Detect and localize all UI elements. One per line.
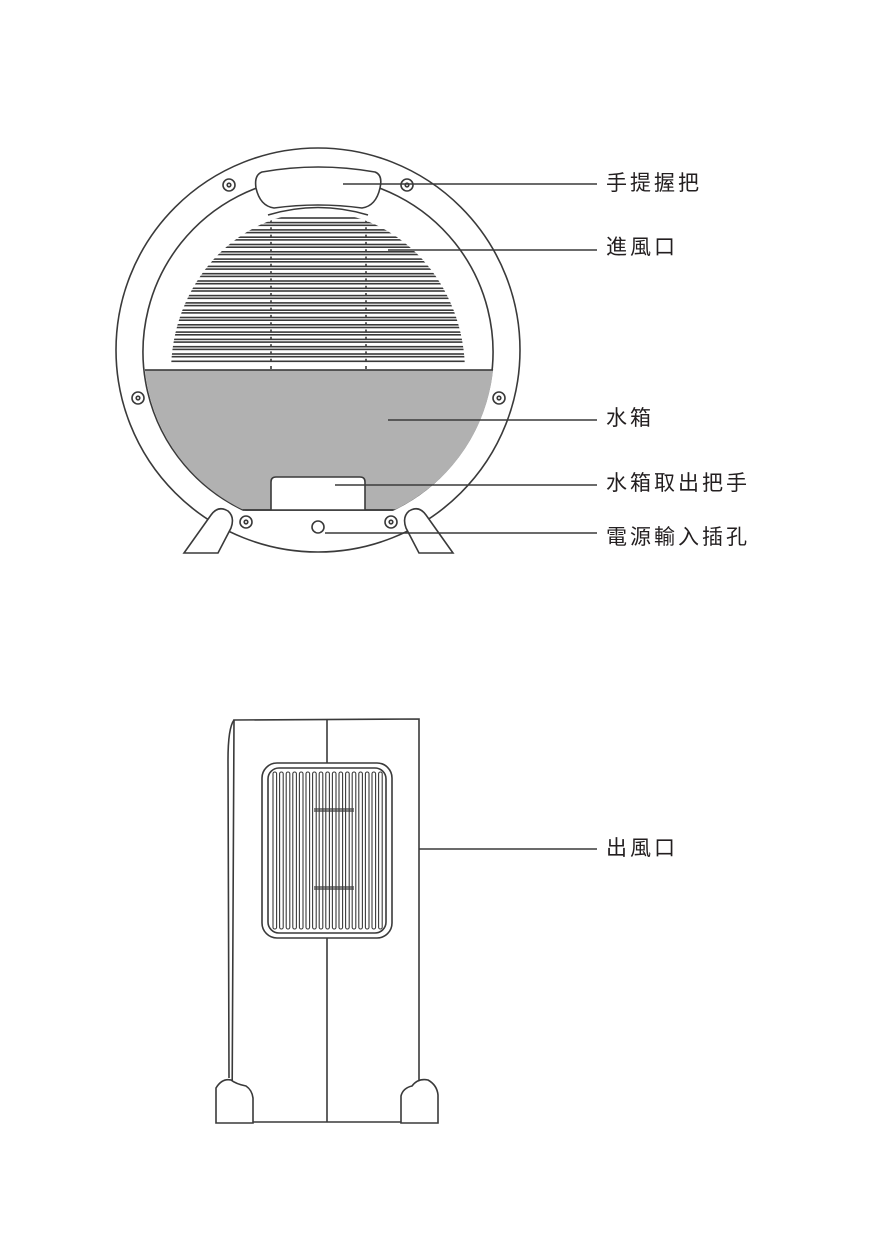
grille-slat <box>171 282 465 290</box>
grille-slat <box>171 348 465 355</box>
outlet-slat <box>331 771 337 930</box>
label-air-outlet: 出風口 <box>606 836 678 860</box>
outlet-slat <box>338 771 344 930</box>
outlet-slat <box>279 771 284 930</box>
grille-slat <box>171 268 465 275</box>
air-outlet-slats <box>272 771 383 930</box>
tank-handle <box>270 476 366 510</box>
air-outlet-inner <box>267 767 387 934</box>
outer-ring <box>115 147 521 553</box>
right-leg <box>403 507 455 554</box>
grille-slat <box>171 304 465 312</box>
side-view <box>215 718 439 1124</box>
outlet-slat <box>312 771 317 930</box>
grille-slat <box>171 333 465 341</box>
label-power-socket: 電源輸入插孔 <box>606 525 750 549</box>
outlet-slat <box>345 771 350 930</box>
label-carry-handle: 手提握把 <box>606 171 702 195</box>
outlet-slat <box>318 771 324 930</box>
label-tank-handle: 水箱取出把手 <box>606 471 750 495</box>
grille-slat <box>171 275 465 282</box>
outlet-slat <box>285 771 291 930</box>
outlet-slat <box>351 771 357 930</box>
outlet-slat <box>325 771 330 930</box>
label-air-inlet: 進風口 <box>606 235 678 259</box>
screw-icons <box>131 178 506 529</box>
grille-top-arc <box>267 206 369 216</box>
grille-slat <box>171 239 465 246</box>
outlet-slat <box>298 771 304 930</box>
grille-slat <box>171 297 465 304</box>
grille-slat <box>171 355 465 363</box>
outlet-slat <box>305 771 311 930</box>
grille-slat <box>171 326 465 333</box>
side-left-foot <box>215 1078 254 1124</box>
slat-ribs <box>314 808 354 890</box>
grille-slat <box>171 246 465 253</box>
grille-slat <box>171 341 465 348</box>
outlet-slat <box>371 771 377 930</box>
grille-slat <box>171 217 465 224</box>
outlet-slat <box>272 771 278 930</box>
grille-slat <box>171 231 465 239</box>
outlet-slat <box>378 771 383 930</box>
grille-slat <box>171 290 465 297</box>
grille-slat <box>171 260 465 268</box>
power-socket <box>311 520 325 534</box>
grille-slat <box>171 224 465 231</box>
air-outlet-grille <box>261 762 393 939</box>
air-inlet-grille <box>171 217 465 370</box>
left-leg <box>182 507 234 554</box>
outlet-slat <box>358 771 363 930</box>
grille-slat <box>171 253 465 260</box>
side-right-foot <box>400 1078 439 1124</box>
grille-slat <box>171 312 465 319</box>
outlet-slat <box>292 771 297 930</box>
side-edge <box>227 719 235 1079</box>
grille-slat <box>171 319 465 326</box>
label-water-tank: 水箱 <box>606 406 654 430</box>
leader-lines <box>325 183 597 850</box>
outlet-slat <box>364 771 370 930</box>
carry-handle <box>254 166 382 209</box>
front-view <box>115 147 597 850</box>
